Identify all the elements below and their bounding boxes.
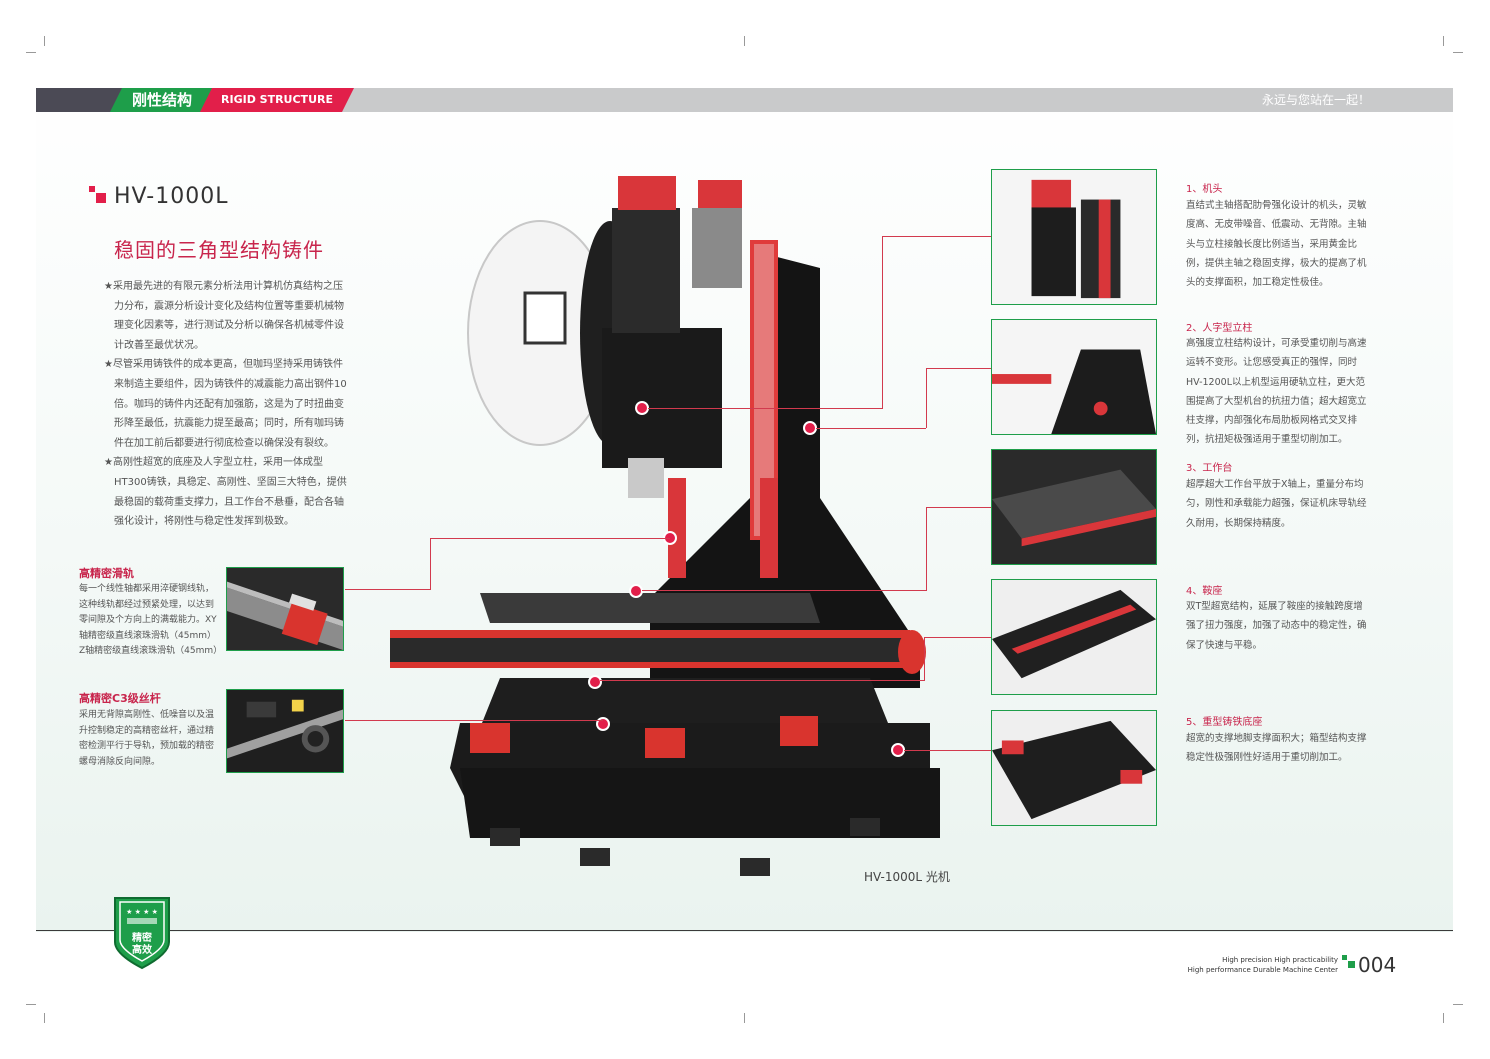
crop-mark [26, 52, 36, 53]
left-feature-title: 高精密滑轨 [79, 567, 134, 580]
badge-text-line2: 高效 [132, 945, 152, 956]
leader-line [642, 590, 927, 591]
machine-caption: HV-1000L 光机 [864, 870, 950, 884]
leader-line [882, 236, 992, 237]
leader-line [926, 368, 927, 428]
title-square-icon [89, 186, 106, 203]
leader-line [816, 428, 926, 429]
leader-line [882, 236, 883, 408]
leader-line [648, 408, 883, 409]
left-feature-title: 高精密C3级丝杆 [79, 692, 161, 705]
crop-mark [1443, 1013, 1444, 1023]
product-description: ★采用最先进的有限元素分析法用计算机仿真结构之压力分布，震源分析设计变化及结构位… [104, 277, 350, 532]
header-title-en: RIGID STRUCTURE [200, 88, 354, 112]
product-subtitle: 稳固的三角型结构铸件 [114, 238, 324, 262]
leader-line [924, 637, 992, 638]
saddle-photo [991, 579, 1157, 695]
crop-mark [744, 36, 745, 46]
right-feature-title: 3、工作台 [1186, 463, 1233, 474]
right-feature-text: 超厚超大工作台平放于X轴上，重量分布均匀，刚性和承载能力超强，保证机床导轨经久耐… [1186, 479, 1367, 529]
leader-line [924, 637, 925, 680]
footer-slogan-line1: High precision High practicability [1222, 956, 1338, 964]
crop-mark [1453, 52, 1463, 53]
right-feature-text: 高强度立柱结构设计，可承受重切削与高速运转不变形。让您感受真正的强悍，同时HV-… [1186, 338, 1367, 446]
right-feature-title: 4、鞍座 [1186, 586, 1223, 597]
svg-text:★ ★ ★ ★: ★ ★ ★ ★ [126, 908, 158, 916]
left-feature-text: 每一个线性轴都采用淬硬钢线轨，这种线轨都经过预紧处理，以达到零间隙及个方向上的满… [79, 584, 223, 656]
ballscrew-photo [226, 689, 344, 773]
right-feature-title: 1、机头 [1186, 184, 1223, 195]
header-slogan: 永远与您站在一起！ [1261, 93, 1370, 107]
badge-text-line1: 精密 [132, 933, 152, 944]
crop-mark [744, 1013, 745, 1023]
crop-mark [1443, 36, 1444, 46]
leader-line [926, 507, 992, 508]
footer-square-icon [1342, 955, 1355, 968]
crop-mark [44, 36, 45, 46]
model-name: HV-1000L [114, 184, 229, 209]
crop-mark [26, 1004, 36, 1005]
page-number: 004 [1358, 953, 1397, 977]
worktable-photo [991, 449, 1157, 565]
footer-line [36, 930, 1453, 931]
crop-mark [1453, 1004, 1463, 1005]
right-feature-text: 超宽的支撑地脚支撑面积大；箱型结构支撑稳定性极强刚性好适用于重切削加工。 [1186, 733, 1367, 764]
left-feature-text: 采用无背隙高刚性、低噪音以及温升控制稳定的高精密丝杆，通过精密检测平行于导轨，预… [79, 710, 215, 767]
leader-line [926, 507, 927, 590]
leader-line [345, 589, 431, 590]
leader-line [904, 750, 992, 751]
right-feature-text: 直结式主轴搭配肋骨强化设计的机头，灵敏度高、无皮带噪音、低震动、无背隙。主轴头与… [1186, 200, 1367, 289]
linear-rail-photo [226, 567, 344, 651]
description-paragraph: ★尽管采用铸铁件的成本更高，但咖玛坚持采用铸铁件来制造主要组件，因为铸铁件的减震… [104, 359, 347, 449]
description-paragraph: ★高刚性超宽的底座及人字型立柱，采用一体成型HT300铸铁，具稳定、高刚性、坚固… [104, 457, 347, 528]
crop-mark [44, 1013, 45, 1023]
right-feature-title: 5、重型铸铁底座 [1186, 717, 1263, 728]
description-paragraph: ★采用最先进的有限元素分析法用计算机仿真结构之压力分布，震源分析设计变化及结构位… [104, 281, 344, 351]
column-photo [991, 319, 1157, 435]
leader-line [345, 720, 603, 721]
leader-line [926, 368, 992, 369]
leader-line [430, 538, 431, 590]
leader-line [430, 538, 670, 539]
header-dark-block [36, 88, 124, 112]
machine-illustration [390, 176, 940, 876]
precision-badge: ★ ★ ★ ★ 精密 高效 [111, 896, 173, 970]
spindle-head-photo [991, 169, 1157, 305]
right-feature-title: 2、人字型立柱 [1186, 323, 1253, 334]
footer-slogan-line2: High performance Durable Machine Center [1187, 966, 1338, 974]
right-feature-text: 双T型超宽结构，延展了鞍座的接触跨度增强了扭力强度，加强了动态中的稳定性，确保了… [1186, 601, 1367, 651]
header-title-cn: 刚性结构 [110, 88, 214, 112]
base-photo [991, 710, 1157, 826]
leader-line [600, 680, 925, 681]
